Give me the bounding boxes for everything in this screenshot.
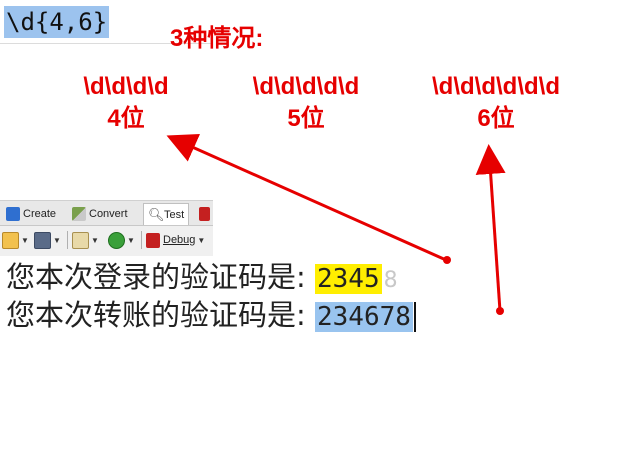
toolbar-separator bbox=[67, 231, 68, 249]
tool-icon bbox=[199, 206, 210, 221]
case-pattern: \d\d\d\d bbox=[83, 73, 169, 100]
tab-row: Create Convert 🔍︎ Test bbox=[0, 201, 213, 226]
magnifier-icon: 🔍︎ bbox=[148, 206, 165, 222]
case-pattern: \d\d\d\d\d bbox=[252, 73, 360, 100]
tab-label: Create bbox=[23, 207, 57, 220]
text-caret bbox=[413, 302, 416, 332]
arrow-to-6-digits bbox=[475, 144, 506, 312]
case-count: 5位 bbox=[287, 105, 325, 132]
debug-icon bbox=[146, 232, 160, 248]
clipboard-icon bbox=[72, 231, 89, 249]
convert-icon bbox=[72, 206, 86, 221]
case-4-digits: \d\d\d\d 4位 bbox=[46, 72, 206, 136]
tab-create[interactable]: Create bbox=[6, 203, 56, 224]
tab-test[interactable]: 🔍︎ Test bbox=[143, 203, 190, 225]
regex-pattern-text: \d{4,6} bbox=[4, 6, 110, 38]
debug-label: Debug bbox=[163, 234, 196, 246]
regex-pattern-field[interactable]: \d{4,6} bbox=[0, 0, 213, 44]
button-row: ▼ ▼ ▼ ▼ Debug ▼ bbox=[0, 227, 213, 255]
open-button[interactable]: ▼ bbox=[2, 230, 29, 250]
debug-button[interactable]: Debug ▼ bbox=[146, 230, 205, 250]
disk-icon bbox=[34, 231, 51, 249]
sample-prefix: 您本次登录的验证码是: bbox=[6, 260, 306, 294]
create-icon bbox=[6, 206, 20, 221]
dropdown-arrow-icon[interactable]: ▼ bbox=[53, 235, 61, 245]
regex-tool-toolbar: Create Convert 🔍︎ Test ▼ ▼ ▼ ▼ bbox=[0, 200, 213, 256]
tab-more[interactable] bbox=[199, 203, 213, 224]
cases-heading: 3种情况: bbox=[170, 25, 264, 52]
dropdown-arrow-icon[interactable]: ▼ bbox=[21, 235, 29, 245]
sample-line-transfer: 您本次转账的验证码是: 234678 bbox=[6, 297, 416, 335]
arrow-to-4-digits bbox=[166, 134, 447, 262]
arrow-origin-dot bbox=[443, 256, 451, 264]
dropdown-arrow-icon[interactable]: ▼ bbox=[91, 235, 99, 245]
save-button[interactable]: ▼ bbox=[34, 230, 61, 250]
case-pattern: \d\d\d\d\d\d bbox=[432, 73, 560, 100]
dropdown-arrow-icon[interactable]: ▼ bbox=[197, 235, 206, 245]
case-5-digits: \d\d\d\d\d 5位 bbox=[226, 72, 386, 136]
matched-code-4-digits: 2345 bbox=[315, 264, 382, 294]
arrow-origin-dot bbox=[496, 307, 504, 315]
go-icon bbox=[108, 231, 125, 249]
case-6-digits: \d\d\d\d\d\d 6位 bbox=[416, 72, 576, 136]
sample-prefix: 您本次转账的验证码是: bbox=[6, 298, 306, 332]
dropdown-arrow-icon[interactable]: ▼ bbox=[127, 235, 135, 245]
tab-convert[interactable]: Convert bbox=[72, 203, 128, 224]
faint-digit: 8 bbox=[383, 268, 398, 293]
clipboard-button[interactable]: ▼ bbox=[72, 230, 99, 250]
run-button[interactable]: ▼ bbox=[108, 230, 135, 250]
toolbar-separator bbox=[141, 231, 142, 249]
matched-code-6-digits: 234678 bbox=[315, 302, 413, 332]
case-count: 6位 bbox=[477, 105, 515, 132]
tab-label: Convert bbox=[89, 207, 128, 220]
folder-icon bbox=[2, 231, 19, 249]
tab-label: Test bbox=[164, 208, 185, 221]
case-count: 4位 bbox=[107, 105, 145, 132]
